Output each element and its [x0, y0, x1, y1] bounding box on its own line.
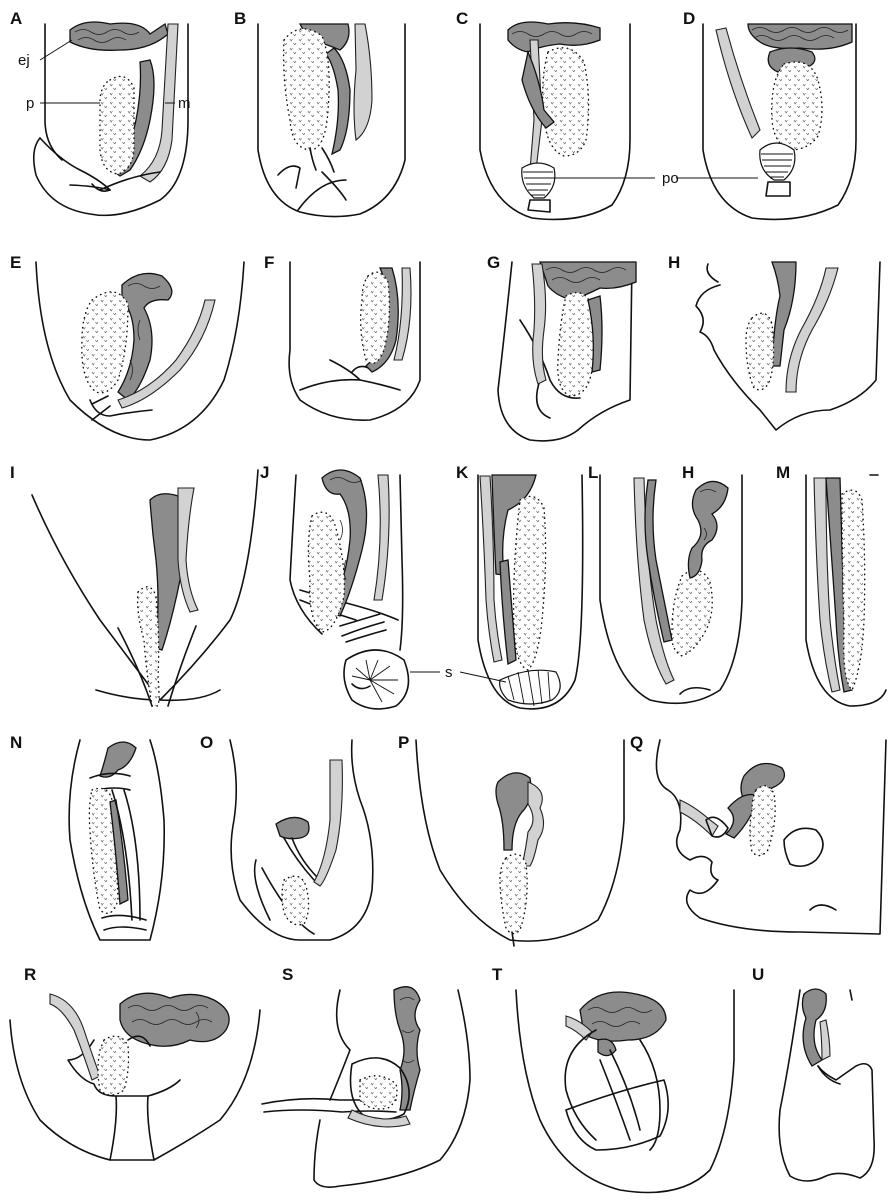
panel-label-u: U [752, 965, 764, 984]
callout-s: s [445, 664, 453, 681]
panel-e: E [10, 253, 244, 440]
panel-label-e: E [10, 253, 21, 272]
panel-q: Q [630, 733, 886, 934]
panel-g: G [487, 253, 636, 441]
panel-u: U [752, 965, 874, 1181]
panel-label-i: I [10, 463, 15, 482]
panel-d: D [676, 9, 856, 219]
panel-label-b: B [234, 9, 246, 28]
panel-label-l: L [588, 463, 598, 482]
panel-p: P [398, 733, 624, 946]
panel-label-o: O [200, 733, 213, 752]
panel-label-d: D [683, 9, 695, 28]
panel-label-j: J [260, 463, 269, 482]
panel-label-r: R [24, 965, 36, 984]
panel-f: F [264, 253, 420, 420]
panel-label-h: H [668, 253, 680, 272]
panel-c: C po [456, 9, 679, 219]
panel-label-a: A [10, 9, 22, 28]
panel-h: H [668, 253, 880, 430]
panel-label-k: K [456, 463, 469, 482]
panel-label-s: S [282, 965, 293, 984]
panel-i: I [10, 463, 258, 706]
panel-s: S [262, 965, 470, 1187]
panel-m: M [776, 463, 886, 706]
panel-label-m: M [776, 463, 790, 482]
panel-label-n: N [10, 733, 22, 752]
panel-label-q: Q [630, 733, 643, 752]
panel-r: R [10, 965, 260, 1160]
panel-t: T [492, 965, 734, 1193]
callout-ej: ej [18, 52, 30, 69]
panel-label-t: T [492, 965, 503, 984]
panel-n: N [10, 733, 164, 940]
panel-label-h-second: H [682, 463, 694, 482]
panel-j: J s [260, 463, 453, 709]
panel-a: A ej p m [10, 9, 191, 215]
panel-label-p: P [398, 733, 409, 752]
callout-p: p [26, 95, 34, 112]
callout-m: m [178, 95, 191, 112]
panel-label-c: C [456, 9, 468, 28]
panel-label-f: F [264, 253, 274, 272]
panel-o: O [200, 733, 373, 940]
panel-k: K [456, 463, 583, 709]
panel-b: B [234, 9, 405, 217]
panel-label-g: G [487, 253, 500, 272]
panel-h-second: H [682, 463, 728, 578]
